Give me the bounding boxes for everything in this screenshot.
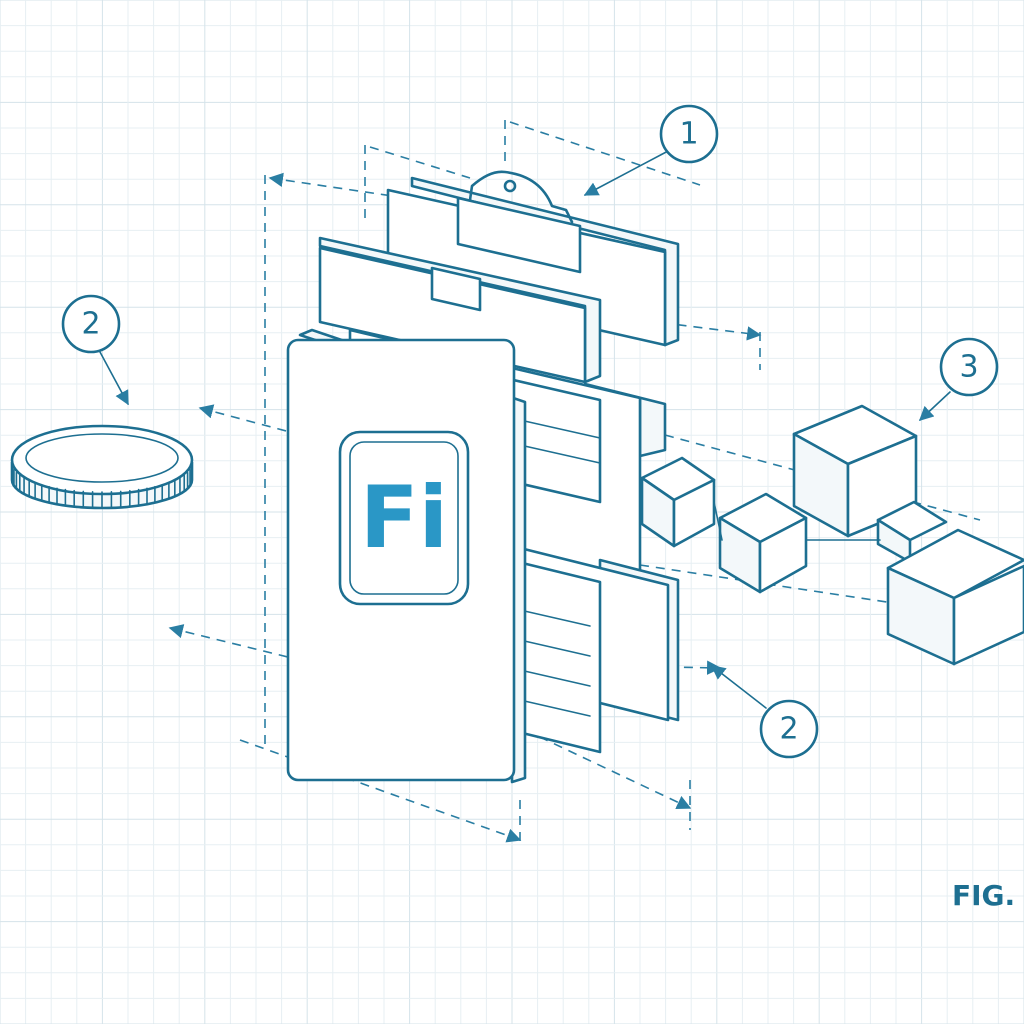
fi-logo-text: Fi bbox=[360, 468, 448, 568]
cube-small-1 bbox=[640, 456, 716, 548]
coin-icon bbox=[10, 424, 194, 510]
figure-label: FIG. bbox=[952, 879, 1015, 912]
cube-large-2 bbox=[886, 528, 1024, 666]
callout-3: 3 bbox=[918, 337, 999, 421]
fi-logo-badge: Fi bbox=[338, 430, 470, 606]
middle-plate bbox=[318, 246, 587, 384]
clip-icon bbox=[456, 170, 582, 274]
callout-1-label: 1 bbox=[679, 117, 698, 152]
callout-3-label: 3 bbox=[959, 350, 978, 385]
callout-2-bottom-label: 2 bbox=[779, 712, 798, 747]
callout-2-left-label: 2 bbox=[81, 307, 100, 342]
callout-2-left: 2 bbox=[61, 294, 129, 406]
cube-small-3 bbox=[876, 500, 948, 564]
cube-small-2 bbox=[718, 492, 808, 594]
callout-2-bottom: 2 bbox=[710, 665, 819, 759]
cube-chain bbox=[640, 404, 1024, 666]
callout-1: 1 bbox=[583, 104, 719, 196]
coin-ridges bbox=[11, 463, 193, 509]
